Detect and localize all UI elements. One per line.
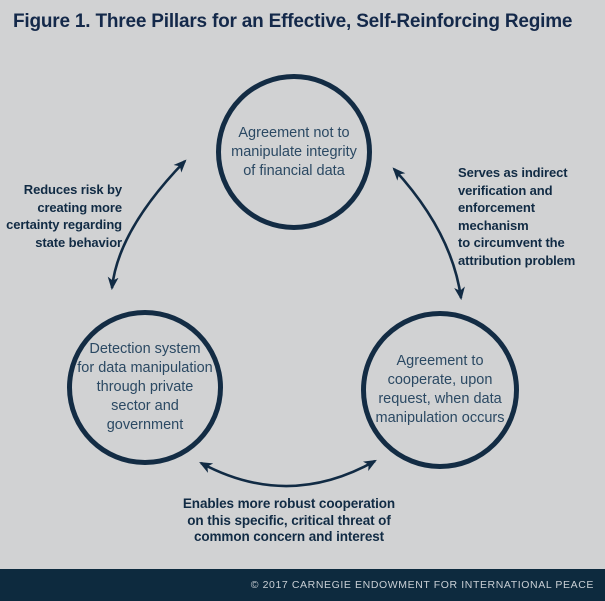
arrow-left xyxy=(107,159,187,291)
node-agreement-not-to-manipulate: Agreement not to manipulate integrity of… xyxy=(216,74,372,230)
edge-label-right: Serves as indirect verification and enfo… xyxy=(458,165,576,268)
edge-label-bottom: Enables more robust cooperation on this … xyxy=(182,496,396,544)
edge-label-left: Reduces risk by creating more certainty … xyxy=(6,182,122,250)
figure-title: Figure 1. Three Pillars for an Effective… xyxy=(13,11,573,32)
copyright-text: © 2017 CARNEGIE ENDOWMENT FOR INTERNATIO… xyxy=(250,579,594,591)
node-detection-system: Detection system for data manipulation t… xyxy=(67,310,223,465)
arrow-right xyxy=(392,167,465,301)
footer-bar: © 2017 CARNEGIE ENDOWMENT FOR INTERNATIO… xyxy=(0,569,605,601)
node-agreement-to-cooperate: Agreement to cooperate, upon request, wh… xyxy=(361,311,519,469)
node-label: Agreement to cooperate, upon request, wh… xyxy=(375,353,505,426)
arrow-bottom xyxy=(199,459,377,488)
node-label: Detection system for data manipulation t… xyxy=(77,341,213,433)
node-label: Agreement not to manipulate integrity of… xyxy=(231,124,357,179)
